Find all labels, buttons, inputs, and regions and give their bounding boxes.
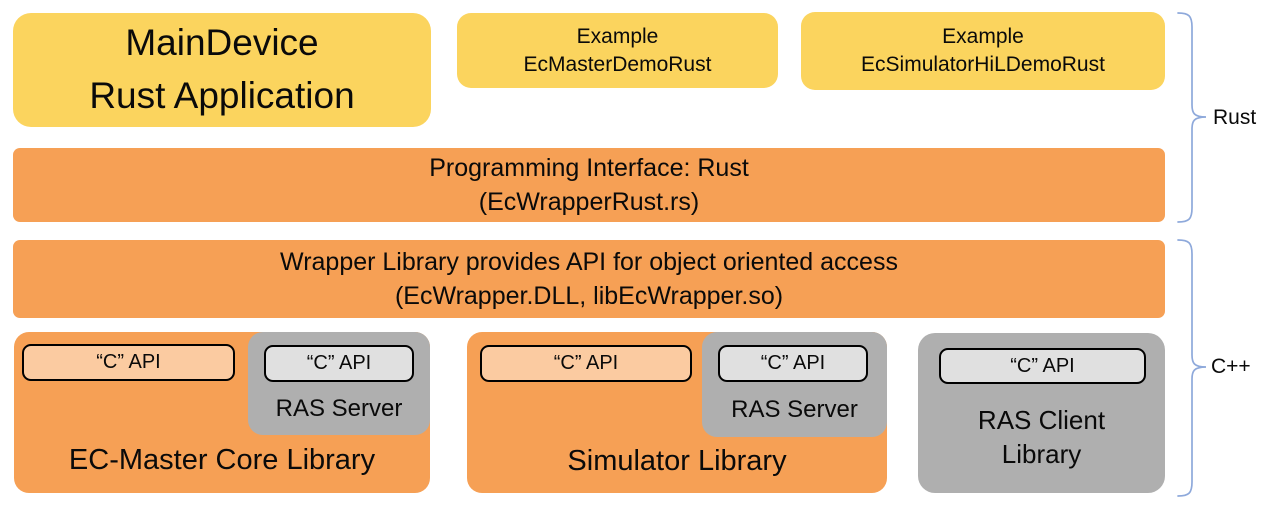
simulator-ras-c-api-label: “C” API (760, 352, 826, 374)
ec-master-ras-c-api-label: “C” API (306, 352, 372, 374)
ras-client-c-api-label: “C” API (1010, 354, 1075, 377)
ras-client-library-label: RAS Client Library (918, 403, 1165, 472)
maindevice-line2: Rust Application (89, 75, 355, 116)
example-ecsimulatorhildemorust-box: Example EcSimulatorHiLDemoRust (801, 12, 1165, 90)
simulator-c-api-chip: “C” API (480, 345, 692, 382)
ec-master-c-api-chip: “C” API (22, 344, 235, 381)
ec-master-ras-server-label: RAS Server (275, 395, 403, 422)
example-master-line2: EcMasterDemoRust (523, 52, 712, 76)
cpp-bracket-label: C++ (1211, 355, 1251, 378)
programming-interface-line2: (EcWrapperRust.rs) (478, 188, 700, 216)
wrapper-library-line1: Wrapper Library provides API for object … (280, 248, 898, 276)
example-simulator-line1: Example (942, 25, 1024, 49)
wrapper-library-row: Wrapper Library provides API for object … (13, 240, 1165, 318)
ec-master-ras-c-api-chip: “C” API (264, 345, 414, 382)
programming-interface-line1: Programming Interface: Rust (429, 154, 749, 182)
language-braces (1177, 12, 1207, 497)
ras-client-label-line1: RAS Client (977, 405, 1106, 435)
example-simulator-line2: EcSimulatorHiLDemoRust (861, 53, 1105, 76)
simulator-ras-c-api-chip: “C” API (718, 345, 868, 382)
ec-master-core-library-label: EC-Master Core Library (68, 444, 376, 476)
example-master-line1: Example (576, 24, 659, 48)
maindevice-rust-application-box: MainDevice Rust Application (13, 13, 431, 127)
ras-client-c-api-chip: “C” API (939, 348, 1146, 384)
rust-brace-icon (1177, 12, 1207, 223)
ras-client-label-line2: Library (1001, 439, 1082, 470)
simulator-library-label: Simulator Library (567, 445, 787, 477)
simulator-ras-server-label: RAS Server (731, 396, 858, 423)
rust-bracket-label: Rust (1213, 106, 1257, 129)
wrapper-library-line2: (EcWrapper.DLL, libEcWrapper.so) (394, 282, 784, 310)
ec-master-c-api-label: “C” API (96, 351, 161, 373)
cpp-brace-icon (1177, 239, 1207, 497)
maindevice-line1: MainDevice (125, 22, 319, 64)
simulator-c-api-label: “C” API (553, 352, 619, 374)
example-ecmasterdemorust-box: Example EcMasterDemoRust (457, 13, 778, 88)
programming-interface-row: Programming Interface: Rust (EcWrapperRu… (13, 148, 1165, 222)
